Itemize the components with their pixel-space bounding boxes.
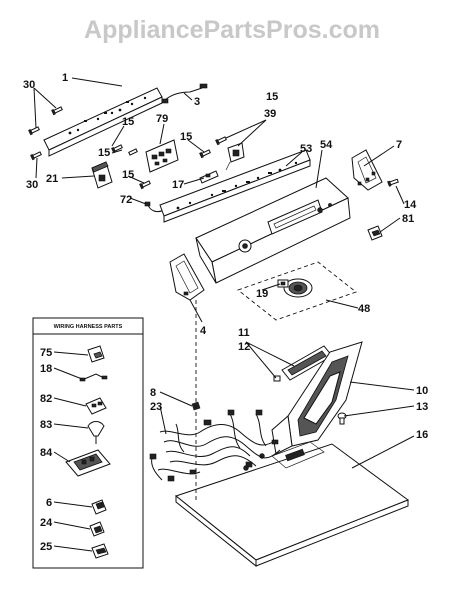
part-filter-11-12 [273,345,333,382]
callout-10: 10 [416,385,428,397]
part-connector-24 [89,521,105,537]
callout-48: 48 [358,303,370,315]
callout-16: 16 [416,429,428,441]
callout-12: 12 [238,341,250,353]
callout-19: 19 [256,288,268,300]
part-rear-panel [43,87,163,157]
callout-8: 8 [150,387,156,399]
callout-15-top: 15 [266,91,278,103]
callout-84: 84 [40,447,53,459]
part-bracket-17 [199,170,219,184]
callout-30-bottom: 30 [26,179,38,191]
callout-15-center: 15 [180,131,192,143]
watermark-text: AppliancePartsPros.com [84,16,380,44]
callout-14: 14 [404,199,417,211]
part-console-54 [195,177,351,284]
callout-15-left: 15 [122,116,134,128]
callout-6: 6 [46,497,52,509]
harness-box-title: WIRING HARNESS PARTS [54,324,123,330]
part-harness-23 [149,409,281,482]
part-endcap-7 [351,149,383,191]
part-screw-15-top [111,136,227,190]
callout-72: 72 [120,194,132,206]
part-top-16 [174,441,410,568]
callout-24: 24 [40,517,53,529]
part-clip-83 [87,421,105,444]
part-timer-21 [91,161,113,189]
callout-18: 18 [40,363,52,375]
callout-54: 54 [320,139,333,151]
part-endcap-4 [169,253,205,301]
callout-25: 25 [40,541,52,553]
leader-lines [33,77,415,552]
callout-75: 75 [40,347,52,359]
callout-15-mid: 15 [98,147,110,159]
part-wire-3 [161,83,208,104]
part-switch-79 [145,139,179,173]
part-duct-10 [271,341,363,455]
callout-83: 83 [40,419,52,431]
part-knob-19-48 [237,261,357,321]
part-connector-82 [85,397,107,415]
callout-53: 53 [300,143,312,155]
callout-4: 4 [200,325,207,337]
part-screw-14 [387,178,399,187]
part-plug-13 [337,412,347,425]
callout-labels: 30 1 3 15 39 79 15 15 15 53 54 7 30 21 1… [23,72,428,553]
part-terminal-18 [79,373,108,382]
callout-39: 39 [264,108,276,120]
callout-81: 81 [402,213,414,225]
callout-23: 23 [150,401,162,413]
callout-3: 3 [194,96,200,108]
callout-30-top: 30 [23,79,35,91]
callout-1: 1 [62,72,68,84]
part-connector-25 [91,543,109,559]
callout-13: 13 [416,401,428,413]
part-connector-75 [87,345,105,363]
callout-82: 82 [40,393,52,405]
part-screws-30 [28,106,63,161]
part-connector-6 [91,499,107,515]
part-switch-39 [225,142,245,171]
callout-79: 79 [156,113,168,125]
part-connector-84 [65,449,111,477]
part-control-panel-53 [159,149,311,223]
callout-21: 21 [46,173,58,185]
harness-parts-box: WIRING HARNESS PARTS [32,317,144,569]
callout-11: 11 [238,327,250,339]
callout-7: 7 [396,139,402,151]
callout-17: 17 [172,179,184,191]
callout-15-lower: 15 [122,169,134,181]
part-clip-81 [367,225,383,241]
